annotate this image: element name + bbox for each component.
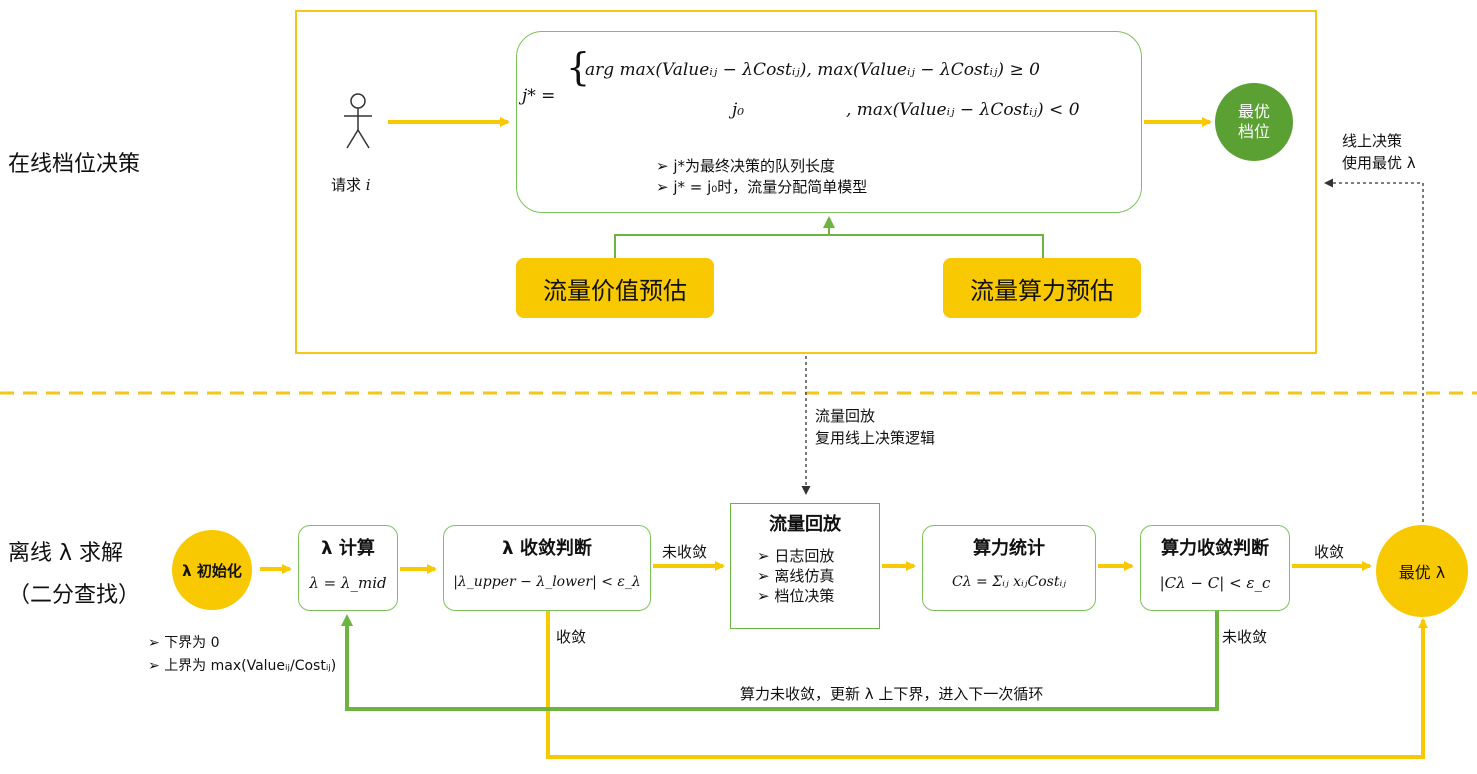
lambda-calc-box: λ 计算 λ = λ_mid — [298, 525, 398, 611]
online-section-title: 在线档位决策 — [8, 152, 141, 177]
label-not-converged-2: 未收敛 — [1222, 628, 1268, 646]
person-icon — [344, 93, 372, 149]
traffic-replay-title: 流量回放 — [769, 514, 841, 535]
loop-note: 算力未收敛，更新 λ 上下界，进入下一次循环 — [740, 685, 1044, 703]
lambda-converge-box: λ 收敛判断 |λ_upper − λ_lower| < ε_λ — [443, 525, 651, 611]
formula-row2-cond: , max(Valueᵢⱼ − λCostᵢⱼ) < 0 — [846, 100, 1080, 120]
lambda-init-circle: λ 初始化 — [172, 530, 252, 610]
replay-item-gear: ➢ 档位决策 — [757, 587, 835, 605]
label-converged-1: 收敛 — [556, 628, 587, 646]
online-frame — [295, 10, 1317, 354]
formula-bullet-1: ➢ j*为最终决策的队列长度 — [656, 157, 836, 175]
online-use-note: 线上决策 使用最优 λ — [1342, 132, 1416, 172]
loop-not-converged-green — [341, 610, 1219, 711]
formula-brace: { — [566, 45, 591, 89]
label-not-converged-1: 未收敛 — [662, 543, 708, 561]
lambda-converge-formula: |λ_upper − λ_lower| < ε_λ — [453, 574, 641, 590]
compute-stats-title: 算力统计 — [973, 538, 1045, 559]
compute-stats-box: 算力统计 Cλ = Σᵢⱼ xᵢⱼCostᵢⱼ — [922, 525, 1096, 611]
value-estimate-box: 流量价值预估 — [516, 258, 714, 318]
formula-row2-value: j₀ — [732, 100, 745, 120]
compute-converge-title: 算力收敛判断 — [1161, 538, 1269, 559]
request-label: 请求 i — [331, 176, 371, 194]
lambda-converge-title: λ 收敛判断 — [502, 538, 592, 559]
compute-converge-formula: |Cλ − C| < ε_c — [1159, 574, 1271, 592]
formula-lhs: j* = — [522, 86, 556, 106]
best-gear-circle: 最优 档位 — [1215, 83, 1293, 161]
compute-stats-formula: Cλ = Σᵢⱼ xᵢⱼCostᵢⱼ — [952, 574, 1066, 590]
init-bound-lower: ➢ 下界为 0 — [148, 635, 220, 651]
formula-row1: arg max(Valueᵢⱼ − λCostᵢⱼ), max(Valueᵢⱼ … — [585, 60, 1040, 80]
compute-converge-box: 算力收敛判断 |Cλ − C| < ε_c — [1140, 525, 1290, 611]
decision-formula-box — [516, 31, 1142, 213]
arrow-best-to-online — [1324, 178, 1424, 522]
loop-converged-yellow — [546, 610, 1428, 759]
lambda-calc-title: λ 计算 — [321, 538, 375, 559]
formula-bullet-2: ➢ j* = j₀时，流量分配简单模型 — [656, 178, 868, 196]
best-lambda-circle: 最优 λ — [1376, 525, 1468, 617]
offline-section-title: 离线 λ 求解 （二分查找） — [8, 541, 141, 608]
init-bound-upper: ➢ 上界为 max(Valueᵢⱼ/Costᵢⱼ) — [148, 658, 337, 674]
lambda-calc-formula: λ = λ_mid — [309, 574, 387, 592]
replay-item-log: ➢ 日志回放 — [757, 547, 835, 565]
replay-item-sim: ➢ 离线仿真 — [757, 567, 835, 585]
replay-note: 流量回放 复用线上决策逻辑 — [815, 407, 936, 447]
compute-estimate-box: 流量算力预估 — [943, 258, 1141, 318]
traffic-replay-box: 流量回放 ➢ 日志回放 ➢ 离线仿真 ➢ 档位决策 — [730, 503, 880, 629]
label-converged-2: 收敛 — [1314, 543, 1345, 561]
